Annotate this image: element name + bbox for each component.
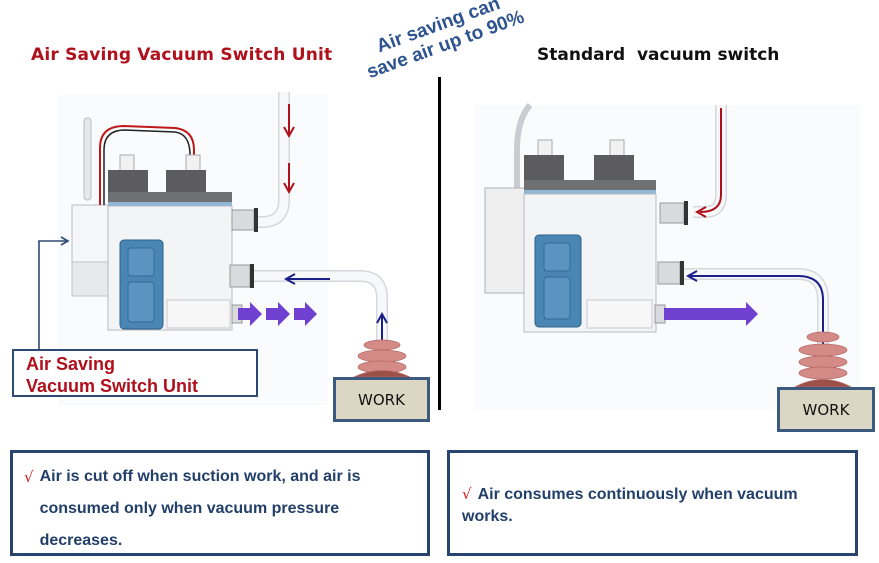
panel-divider: [438, 77, 441, 410]
right-title: Standard vacuum switch: [537, 45, 780, 65]
info-text-right: Air consumes continuously when vacuum wo…: [462, 486, 798, 525]
info-text-left: Air is cut off when suction work, and ai…: [39, 468, 361, 549]
left-title: Air Saving Vacuum Switch Unit: [31, 45, 333, 65]
label-connector: [38, 240, 66, 349]
unit-label-box: Air Saving Vacuum Switch Unit: [12, 349, 258, 397]
info-box-right: √Air consumes continuously when vacuum w…: [447, 450, 858, 556]
check-icon: √: [462, 485, 472, 503]
exhaust-arrows-intermittent: [238, 302, 317, 326]
check-icon: √: [24, 468, 34, 486]
right-unit-drawing: [475, 103, 860, 410]
suction-cup-right: [794, 331, 852, 388]
work-box-right: WORK: [777, 387, 875, 432]
work-label-right: WORK: [802, 400, 850, 419]
suction-cup-left: [353, 339, 411, 378]
vacuum-arrow-right: [690, 275, 824, 368]
work-label-left: WORK: [358, 390, 405, 409]
unit-label-line-2: Vacuum Switch Unit: [26, 376, 199, 396]
supply-arrow-right: [699, 108, 722, 213]
unit-label-line-1: Air Saving: [26, 354, 116, 374]
work-box-left: WORK: [333, 377, 430, 422]
exhaust-arrow-continuous: [664, 302, 758, 326]
info-box-left: √ Air is cut off when suction work, and …: [10, 450, 430, 556]
